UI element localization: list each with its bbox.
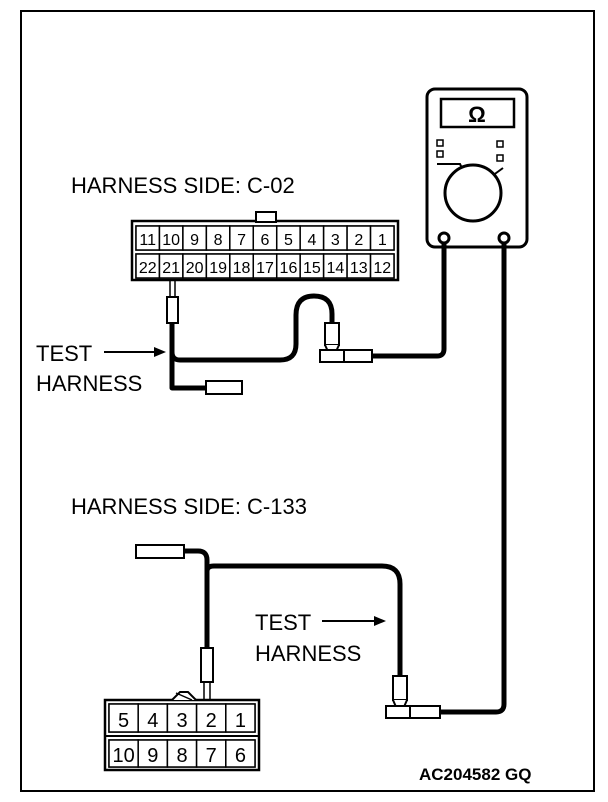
pin-cavity[interactable]	[137, 703, 169, 733]
pin-number-label: 5	[118, 710, 129, 732]
pin-cavity[interactable]	[108, 703, 139, 733]
selector-dial-icon[interactable]	[443, 163, 503, 223]
pin-number-label: 4	[307, 232, 316, 249]
inline-connector-lower	[385, 675, 441, 719]
pin-number-label: 10	[162, 232, 180, 249]
probe-pin-21	[166, 278, 179, 324]
ohmmeter: Ω	[425, 87, 529, 249]
pin-cavity[interactable]	[225, 703, 256, 733]
pin-cavity[interactable]	[369, 253, 395, 279]
pin-number-label: 6	[235, 745, 246, 767]
pin-cavity[interactable]	[225, 739, 256, 768]
label-harness-lower: HARNESS	[255, 641, 361, 666]
pin-number-label: 13	[350, 260, 368, 277]
pin-cavity[interactable]	[369, 225, 395, 251]
meter-lead-left	[369, 241, 447, 359]
pin-number-label: 7	[206, 745, 217, 767]
pin-cavity[interactable]	[166, 739, 198, 768]
label-harness-side-c02: HARNESS SIDE: C-02	[71, 173, 295, 198]
test-harness-plug-upper	[205, 380, 243, 395]
pin-number-label: 4	[147, 710, 158, 732]
pin-number-label: 3	[176, 710, 187, 732]
figure-code: AC204582 GQ	[419, 765, 531, 784]
test-harness-plug-lower	[135, 544, 185, 559]
pin-number-label: 1	[235, 710, 246, 732]
pin-cavity[interactable]	[195, 739, 227, 768]
meter-lead-right	[437, 241, 507, 715]
pin-number-label: 8	[214, 232, 223, 249]
label-test-upper: TEST	[36, 341, 92, 366]
pin-cavity[interactable]	[137, 739, 169, 768]
test-harness-wire-upper	[169, 293, 335, 363]
connector-c02-lock-tab	[255, 211, 277, 223]
pin-number-label: 14	[326, 260, 344, 277]
pin-number-label: 2	[206, 710, 217, 732]
pin-number-label: 10	[112, 745, 134, 767]
test-harness-branch-lower	[204, 563, 403, 679]
pin-number-label: 6	[261, 232, 270, 249]
pin-number-label: 9	[190, 232, 199, 249]
pin-number-label: 8	[176, 745, 187, 767]
pin-number-label: 22	[139, 260, 157, 277]
label-test-lower: TEST	[255, 610, 311, 635]
pin-number-label: 20	[186, 260, 204, 277]
arrow-icon	[322, 616, 386, 626]
test-harness-branch-upper	[169, 347, 209, 391]
pin-number-label: 17	[256, 260, 274, 277]
pin-number-label: 16	[280, 260, 298, 277]
pin-number-label: 15	[303, 260, 321, 277]
pin-number-label: 5	[284, 232, 293, 249]
pin-number-label: 12	[373, 260, 391, 277]
pin-number-label: 21	[162, 260, 180, 277]
pin-number-label: 3	[331, 232, 340, 249]
probe-pin-2	[200, 647, 214, 704]
pin-number-label: 11	[139, 232, 156, 249]
label-harness-side-c133: HARNESS SIDE: C-133	[71, 494, 307, 519]
pin-number-label: 9	[147, 745, 158, 767]
pin-number-label: 18	[233, 260, 251, 277]
inline-connector-upper	[319, 322, 373, 363]
arrow-icon	[104, 347, 166, 357]
label-harness-upper: HARNESS	[36, 371, 142, 396]
pin-number-label: 2	[354, 232, 363, 249]
test-harness-wire-lower	[181, 548, 210, 651]
figure-frame	[20, 10, 595, 792]
pin-number-label: 1	[378, 232, 387, 249]
pin-number-label: 19	[209, 260, 227, 277]
ohm-symbol: Ω	[468, 102, 486, 127]
pin-number-label: 7	[237, 232, 246, 249]
